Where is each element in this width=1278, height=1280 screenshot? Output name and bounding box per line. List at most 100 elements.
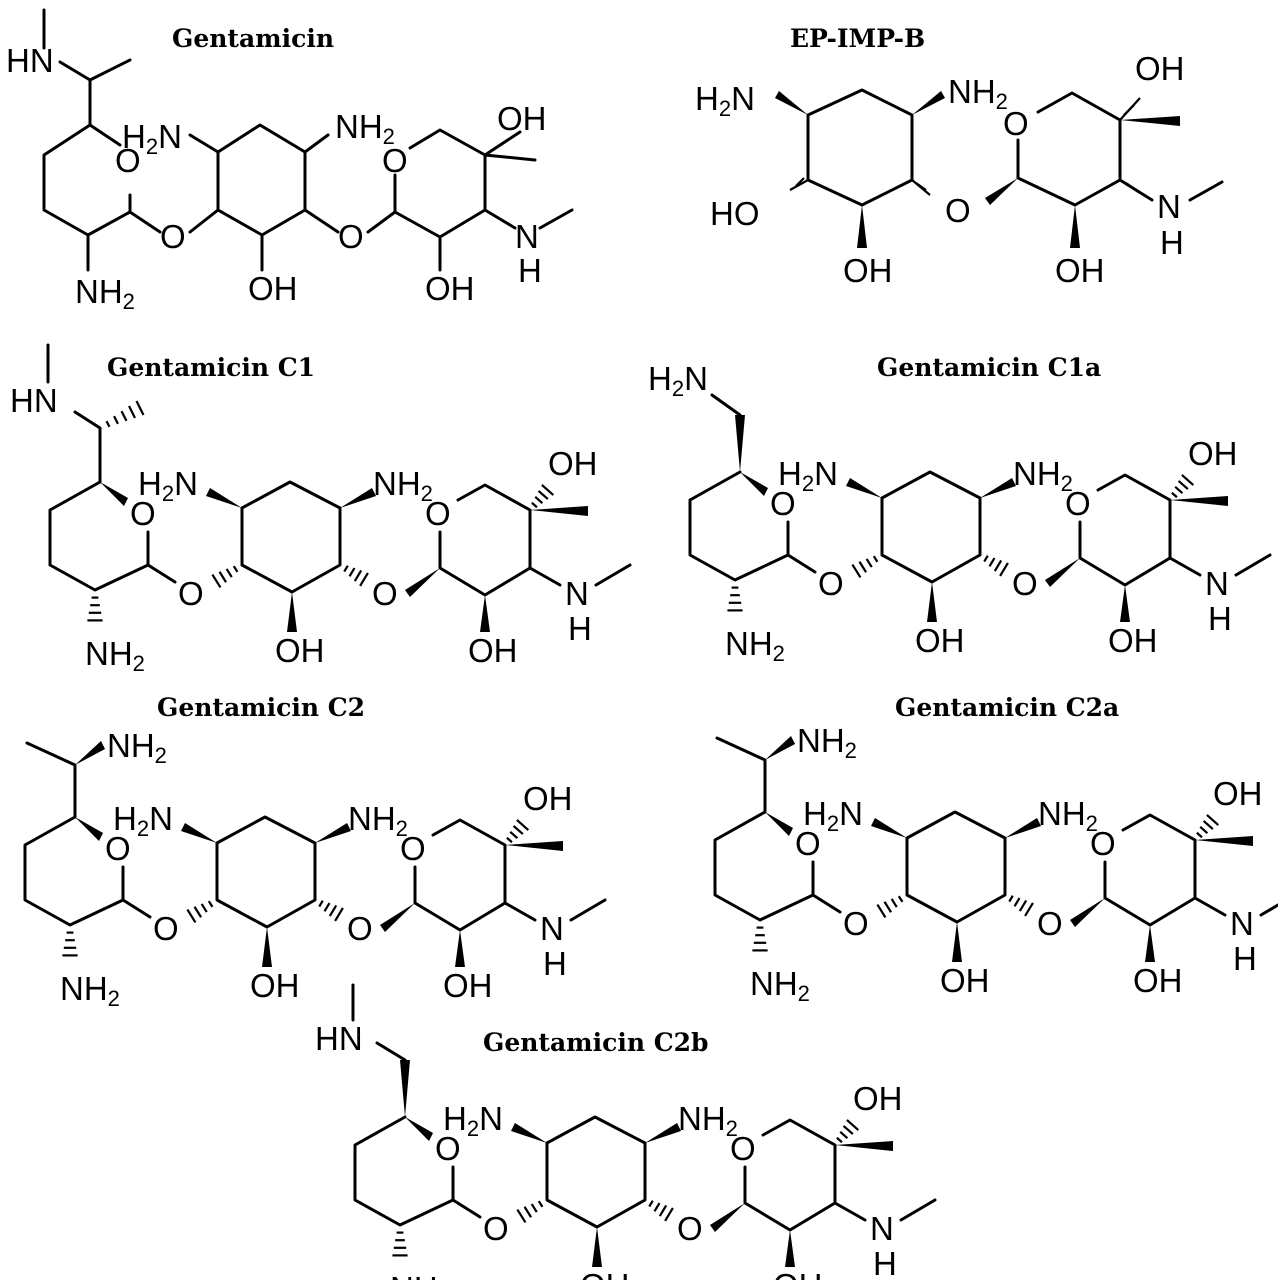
- label-oh: OH: [1055, 252, 1105, 289]
- label-o-link: O: [178, 575, 204, 612]
- label-nh2: NH2​: [1013, 455, 1073, 496]
- label-o-link: O: [347, 910, 373, 947]
- label-o-ring: O: [115, 142, 141, 179]
- label-oh: OH: [1188, 435, 1238, 472]
- label-nh2: NH2​: [60, 970, 120, 1011]
- label-ho: HO: [710, 195, 760, 232]
- label-o-ring: O: [770, 485, 796, 522]
- label-oh: OH: [468, 632, 518, 669]
- label-n: N: [515, 218, 539, 255]
- label-oh: OH: [248, 270, 298, 307]
- label-o-link: O: [338, 218, 364, 255]
- label-oh: OH: [853, 1080, 903, 1117]
- label-o-link: O: [153, 910, 179, 947]
- title-gentamicin-c2a: Gentamicin C2a: [895, 693, 1119, 722]
- label-oh: OH: [773, 1267, 823, 1280]
- label-o-link: O: [818, 565, 844, 602]
- label-n: N: [565, 575, 589, 612]
- label-nh2: NH2​: [85, 635, 145, 676]
- title-gentamicin-c2: Gentamicin C2: [157, 693, 365, 722]
- label-o-link: O: [483, 1210, 509, 1247]
- label-oh: OH: [275, 632, 325, 669]
- label-nh2: NH2​: [725, 625, 785, 666]
- label-o-link: O: [677, 1210, 703, 1247]
- label-h2n: H2​N: [778, 455, 838, 496]
- label-o-ring: O: [730, 1130, 756, 1167]
- label-o-ring: O: [1090, 825, 1116, 862]
- label-nh2: NH2​: [797, 722, 857, 763]
- label-oh: OH: [915, 622, 965, 659]
- label-o-link: O: [1012, 565, 1038, 602]
- label-oh: OH: [497, 100, 547, 137]
- label-oh: OH: [1213, 775, 1263, 812]
- label-nh2: NH2​: [373, 465, 433, 506]
- label-oh: OH: [843, 252, 893, 289]
- label-h: H: [873, 1245, 897, 1280]
- label-nh2: NH2​: [75, 273, 135, 314]
- title-gentamicin-c2b: Gentamicin C2b: [483, 1028, 709, 1057]
- label-h: H: [1208, 600, 1232, 637]
- label-h2n: H2​N: [113, 800, 173, 841]
- title-gentamicin: Gentamicin: [172, 24, 334, 53]
- label-h: H: [1160, 224, 1184, 261]
- label-h2n: H2​N: [122, 118, 182, 159]
- label-nh2: NH2​: [1038, 795, 1098, 836]
- label-h: H: [1233, 940, 1257, 977]
- structure-ep-imp-b: H2​N NH2​ HO O OH O OH OH N H: [695, 50, 1224, 289]
- label-oh: OH: [443, 967, 493, 1004]
- label-o-ring: O: [400, 830, 426, 867]
- label-o-ring: O: [1003, 105, 1029, 142]
- label-o-link: O: [372, 575, 398, 612]
- label-nh2: NH2​: [678, 1100, 738, 1141]
- label-h2n: H2​N: [695, 80, 755, 121]
- label-h2n: H2​N: [648, 360, 708, 401]
- title-ep-imp-b: EP-IMP-B: [790, 24, 925, 53]
- label-o-link: O: [1037, 905, 1063, 942]
- label-h2n: H2​N: [138, 465, 198, 506]
- c-series-structures: ONH2​OH2​NNH2​OHOOOHOHNHHNONH2​OH2​NNH2​…: [10, 343, 1278, 1280]
- label-h: H: [518, 252, 542, 289]
- label-o-link: O: [160, 218, 186, 255]
- label-o-ring: O: [425, 495, 451, 532]
- label-oh: OH: [425, 270, 475, 307]
- label-oh: OH: [250, 967, 300, 1004]
- label-h2n: H2​N: [803, 795, 863, 836]
- label-o-link: O: [945, 192, 971, 229]
- label-n: N: [1205, 565, 1229, 602]
- label-hn: HN: [6, 42, 54, 79]
- label-o-ring: O: [382, 142, 408, 179]
- structure-gentamicin: HN O NH2​ H2​N NH2​ O O OH O OH OH N H: [6, 8, 574, 314]
- label-h2n: H2​N: [443, 1100, 503, 1141]
- label-nh2: NH2​: [390, 1270, 450, 1280]
- label-oh: OH: [523, 780, 573, 817]
- label-oh: OH: [940, 962, 990, 999]
- label-hn: HN: [315, 1020, 363, 1057]
- label-h: H: [568, 610, 592, 647]
- label-oh: OH: [548, 445, 598, 482]
- label-h: H: [543, 945, 567, 982]
- title-gentamicin-c1: Gentamicin C1: [107, 353, 315, 382]
- label-nh2: NH2​: [348, 800, 408, 841]
- label-hn: HN: [10, 382, 58, 419]
- label-oh: OH: [580, 1267, 630, 1280]
- label-oh: OH: [1108, 622, 1158, 659]
- label-o-ring: O: [1065, 485, 1091, 522]
- label-nh2: NH2​: [948, 73, 1008, 114]
- label-o-link: O: [843, 905, 869, 942]
- label-nh2: NH2​: [750, 965, 810, 1006]
- label-n: N: [1230, 905, 1254, 942]
- label-o-ring: O: [435, 1130, 461, 1167]
- label-nh2: NH2​: [335, 108, 395, 149]
- title-gentamicin-c1a: Gentamicin C1a: [877, 353, 1101, 382]
- label-n: N: [870, 1210, 894, 1247]
- label-o-ring: O: [105, 830, 131, 867]
- label-oh: OH: [1135, 50, 1185, 87]
- label-o-ring: O: [795, 825, 821, 862]
- label-n: N: [1157, 188, 1181, 225]
- label-o-ring: O: [130, 495, 156, 532]
